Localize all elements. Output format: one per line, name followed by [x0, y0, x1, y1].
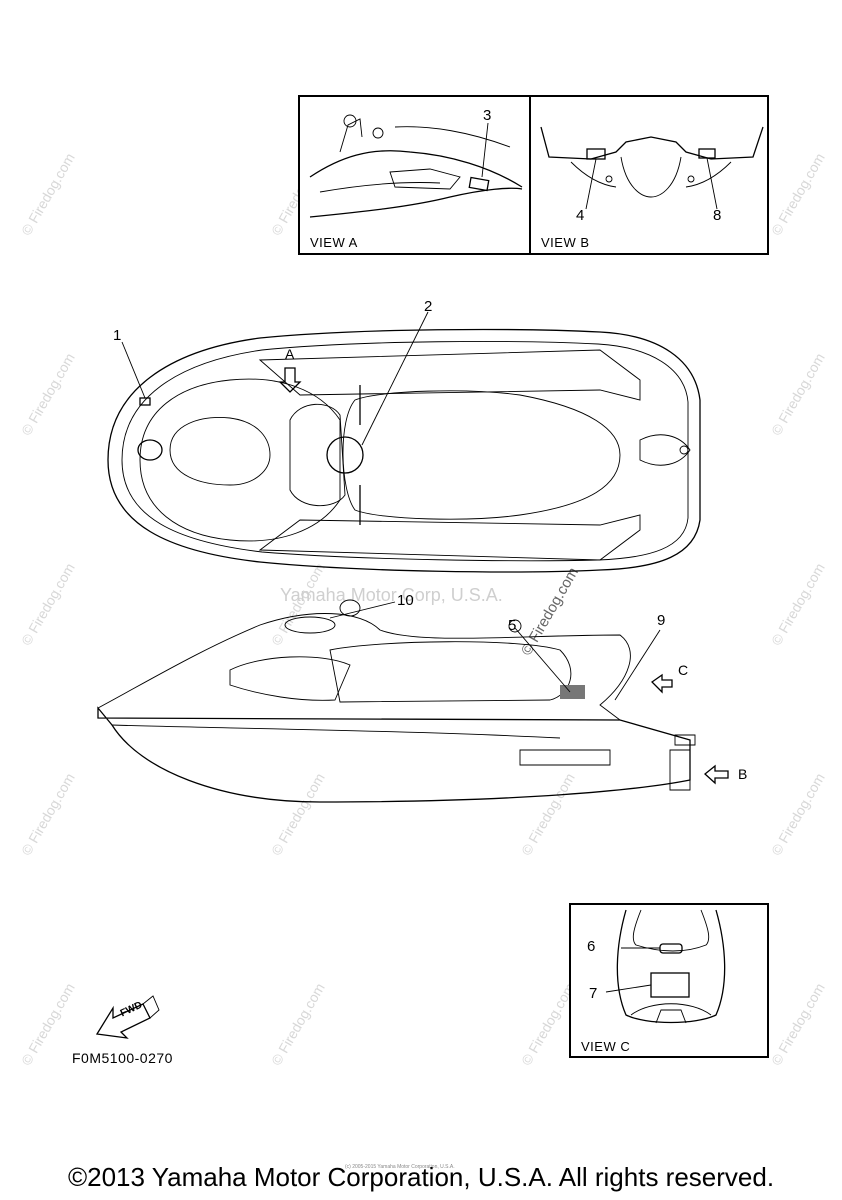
- top-view-drawing: [107, 311, 701, 573]
- tiny-copyright: (c) 2005-2015 Yamaha Motor Corporation, …: [345, 1164, 455, 1170]
- arrow-a-label: A: [285, 346, 295, 362]
- side-view-drawing: [97, 599, 729, 803]
- view-b-label: VIEW B: [541, 235, 590, 250]
- arrow-b-label: B: [738, 766, 748, 782]
- callout-3: 3: [483, 107, 492, 124]
- view-b-panel: VIEW B 4 8: [529, 95, 769, 255]
- callout-10: 10: [397, 592, 414, 609]
- view-a-label: VIEW A: [310, 235, 358, 250]
- view-c-drawing: [605, 909, 726, 1024]
- watermark-text: © Firedog.com: [18, 150, 78, 238]
- view-b-drawing: [540, 126, 764, 210]
- watermark-text: © Firedog.com: [18, 980, 78, 1068]
- view-c-label: VIEW C: [581, 1039, 631, 1054]
- callout-6: 6: [587, 938, 596, 955]
- callout-5: 5: [508, 617, 517, 634]
- copyright-text: ©2013 Yamaha Motor Corporation, U.S.A. A…: [67, 1162, 775, 1192]
- callout-7: 7: [589, 985, 598, 1002]
- watermark-text: © Firedog.com: [768, 980, 828, 1068]
- part-code: F0M5100-0270: [72, 1050, 173, 1066]
- arrow-c-label: C: [678, 662, 689, 678]
- view-c-panel: 6 7 VIEW C: [569, 903, 769, 1058]
- watermark-text: © Firedog.com: [268, 980, 328, 1068]
- view-a-drawing: [309, 114, 523, 218]
- center-watermark: Yamaha Motor Corp, U.S.A.: [280, 585, 503, 605]
- callout-1: 1: [113, 327, 122, 344]
- watermark-text: © Firedog.com: [768, 150, 828, 238]
- view-a-panel: VIEW A 3: [298, 95, 531, 255]
- callout-4: 4: [576, 207, 585, 224]
- fwd-arrow-icon: [95, 995, 160, 1039]
- callout-9: 9: [657, 612, 666, 629]
- callout-8: 8: [713, 207, 722, 224]
- callout-2: 2: [424, 298, 433, 315]
